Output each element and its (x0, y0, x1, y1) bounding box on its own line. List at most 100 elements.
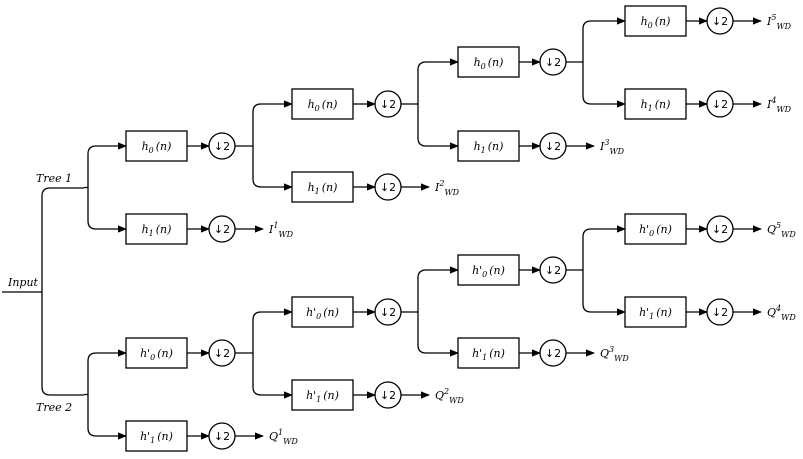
tree2-downsampler-high-2: ↓2 (374, 381, 402, 409)
tree2-lowpass-filter-2: h'0(n) (291, 296, 354, 328)
tree1-lowpass-filter-4-label: h0(n) (641, 15, 671, 30)
tree2-downsampler-low-3-label: ↓2 (545, 264, 561, 277)
tree2-output-2: Q2WD (435, 387, 464, 405)
tree1-output-2: I2WD (434, 179, 460, 197)
tree2-wire-branch-low-4 (582, 225, 626, 270)
tree2-downsampler-low-4-label: ↓2 (712, 223, 728, 236)
tree2-wire-branch-high-2 (252, 353, 293, 399)
tree2-wire-branch-low-3 (417, 266, 459, 312)
tree2-downsampler-low-1: ↓2 (208, 339, 236, 367)
tree1-lowpass-filter-1: h0(n) (125, 130, 188, 162)
tree1-downsampler-high-4-label: ↓2 (712, 98, 728, 111)
tree1-lowpass-filter-2-label: h0(n) (308, 98, 338, 113)
tree1-wire-branch-low-2 (252, 100, 293, 146)
tree1-downsampler-high-3-label: ↓2 (545, 140, 561, 153)
tree1-downsampler-high-1: ↓2 (208, 215, 236, 243)
tree2-downsampler-high-1: ↓2 (208, 422, 236, 450)
tree1-output-3: I3WD (599, 138, 625, 156)
tree2-lowpass-filter-3-frame (457, 254, 520, 286)
tree1-highpass-filter-1: h1(n) (125, 213, 188, 245)
tree1-lowpass-filter-4-frame (624, 5, 687, 37)
tree-split (41, 187, 84, 396)
tree1-highpass-filter-2-label: h1(n) (308, 181, 338, 196)
tree2-downsampler-high-4-label: ↓2 (712, 306, 728, 319)
tree2-highpass-filter-1-label: h'1(n) (140, 430, 173, 445)
tree2-downsampler-low-2: ↓2 (374, 298, 402, 326)
tree2-output-5: Q5WD (767, 221, 796, 239)
tree1-downsampler-low-1-label: ↓2 (214, 140, 230, 153)
tree1-downsampler-low-4-label: ↓2 (712, 15, 728, 28)
tree1-label: Tree 1 (36, 172, 72, 185)
tree2-lowpass-filter-2-label: h'0(n) (306, 306, 339, 321)
tree1-lowpass-filter-3-frame (457, 46, 520, 78)
tree2-lowpass-filter-4: h'0(n) (624, 213, 687, 245)
tree1-downsampler-high-2: ↓2 (374, 173, 402, 201)
tree2-wire-branch-low-2 (252, 308, 293, 353)
tree1-highpass-filter-3-label: h1(n) (474, 140, 504, 155)
tree2-downsampler-low-3: ↓2 (539, 256, 567, 284)
tree1-downsampler-high-2-label: ↓2 (380, 181, 396, 194)
tree2-wire-branch-high-3 (417, 312, 459, 357)
tree2-downsampler-high-3-label: ↓2 (545, 347, 561, 360)
tree1-highpass-filter-3-frame (457, 130, 520, 162)
tree1-downsampler-low-2: ↓2 (374, 90, 402, 118)
tree2-highpass-filter-2-label: h'1(n) (306, 389, 339, 404)
tree2-downsampler-low-4: ↓2 (706, 215, 734, 243)
tree1-downsampler-high-1-label: ↓2 (214, 223, 230, 236)
tree2-highpass-filter-1: h'1(n) (125, 420, 188, 452)
tree2-downsampler-high-4: ↓2 (706, 298, 734, 326)
tree1-lowpass-filter-4: h0(n) (624, 5, 687, 37)
tree2-highpass-filter-4-frame (624, 296, 687, 328)
tree1-highpass-filter-1-label: h1(n) (142, 223, 172, 238)
tree1-wire-branch-low-3 (417, 58, 459, 104)
tree1-wire-branch-high-2 (252, 146, 293, 191)
tree2-lowpass-filter-2-frame (291, 296, 354, 328)
tree1-output-5: I5WD (766, 13, 792, 31)
tree1-wire-branch-high-1 (87, 187, 127, 233)
tree2-highpass-filter-4-label: h'1(n) (639, 306, 672, 321)
tree1-downsampler-low-4: ↓2 (706, 7, 734, 35)
tree2-wire-branch-high-1 (87, 394, 127, 440)
tree1-downsampler-low-1: ↓2 (208, 132, 236, 160)
tree1-downsampler-low-3: ↓2 (539, 48, 567, 76)
tree2-downsampler-high-2-label: ↓2 (380, 389, 396, 402)
tree1-output-1: I1WD (268, 221, 294, 239)
tree2-lowpass-filter-1-label: h'0(n) (140, 347, 173, 362)
tree1-lowpass-filter-2: h0(n) (291, 88, 354, 120)
tree1-downsampler-low-2-label: ↓2 (380, 98, 396, 111)
tree1-output-4: I4WD (766, 96, 792, 114)
tree2-wire-branch-low-1 (87, 349, 127, 395)
tree1-downsampler-high-3: ↓2 (539, 132, 567, 160)
tree2-lowpass-filter-4-label: h'0(n) (639, 223, 672, 238)
tree1-wire-branch-high-4 (582, 62, 626, 108)
tree2-downsampler-high-1-label: ↓2 (214, 430, 230, 443)
tree1-highpass-filter-4: h1(n) (624, 88, 687, 120)
tree2-output-3: Q3WD (600, 345, 629, 363)
tree2-highpass-filter-2: h'1(n) (291, 379, 354, 411)
tree2-highpass-filter-4: h'1(n) (624, 296, 687, 328)
tree1-downsampler-low-3-label: ↓2 (545, 56, 561, 69)
tree1-lowpass-filter-3: h0(n) (457, 46, 520, 78)
tree2-downsampler-low-2-label: ↓2 (380, 306, 396, 319)
tree1-lowpass-filter-1-label: h0(n) (142, 140, 172, 155)
tree1-highpass-filter-4-label: h1(n) (641, 98, 671, 113)
tree1-highpass-filter-2-frame (291, 171, 354, 203)
tree2-highpass-filter-2-frame (291, 379, 354, 411)
tree2-lowpass-filter-4-frame (624, 213, 687, 245)
tree1-wire-branch-high-3 (417, 104, 459, 150)
tree2-output-4: Q4WD (767, 304, 796, 322)
tree2-lowpass-filter-3: h'0(n) (457, 254, 520, 286)
tree2-label: Tree 2 (36, 401, 72, 414)
tree1-highpass-filter-3: h1(n) (457, 130, 520, 162)
tree2-lowpass-filter-1: h'0(n) (125, 337, 188, 369)
tree2-highpass-filter-3-frame (457, 337, 520, 369)
tree1-highpass-filter-2: h1(n) (291, 171, 354, 203)
tree2-lowpass-filter-3-label: h'0(n) (472, 264, 505, 279)
tree1-wire-branch-low-4 (582, 17, 626, 62)
tree2-downsampler-low-1-label: ↓2 (214, 347, 230, 360)
tree2-highpass-filter-3: h'1(n) (457, 337, 520, 369)
input-label: Input (7, 276, 39, 289)
